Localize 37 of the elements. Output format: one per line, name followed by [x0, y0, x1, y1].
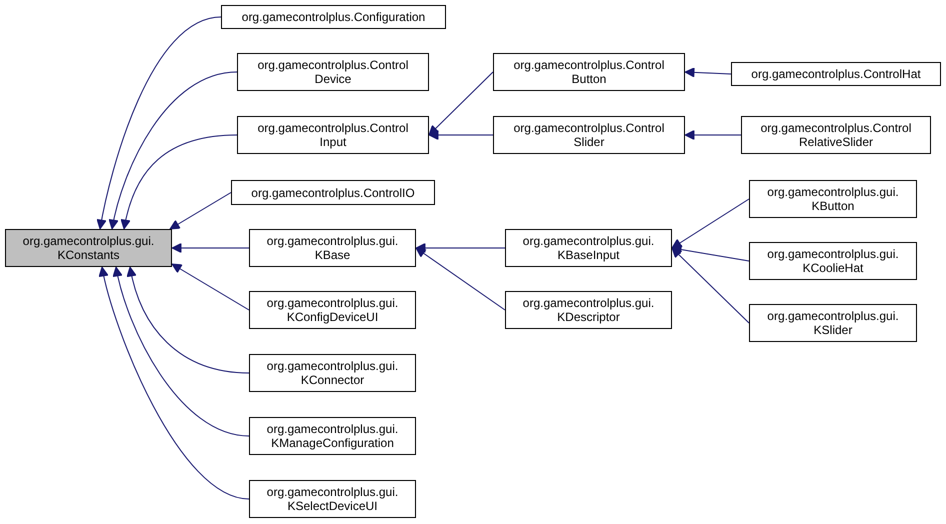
- inheritance-arrow: [170, 192, 232, 230]
- class-box: org.gamecontrolplus.gui. KBaseInput: [505, 229, 672, 267]
- inheritance-arrow: [428, 72, 494, 136]
- inheritance-arrow: [96, 16, 222, 230]
- inheritance-arrow: [428, 130, 494, 140]
- class-box: org.gamecontrolplus.gui. KConnector: [249, 354, 416, 392]
- inheritance-arrow: [113, 266, 250, 436]
- class-box: org.gamecontrolplus.Control Input: [237, 116, 429, 154]
- inheritance-arrow: [172, 264, 250, 310]
- inheritance-arrow: [416, 243, 506, 253]
- inheritance-arrow: [684, 67, 732, 78]
- inheritance-arrow: [672, 198, 750, 248]
- class-box: org.gamecontrolplus.gui. KSlider: [749, 304, 917, 342]
- class-box: org.gamecontrolplus.gui. KSelectDeviceUI: [249, 480, 416, 518]
- class-box: org.gamecontrolplus.gui. KConfigDeviceUI: [249, 291, 416, 329]
- inheritance-arrow: [416, 248, 506, 310]
- class-box: org.gamecontrolplus.gui. KBase: [249, 229, 416, 267]
- inheritance-arrow: [672, 248, 750, 324]
- inheritance-arrow: [684, 130, 742, 140]
- class-box: org.gamecontrolplus.ControlHat: [731, 62, 941, 86]
- inheritance-arrow: [127, 266, 250, 374]
- class-box: org.gamecontrolplus.gui. KButton: [749, 180, 917, 218]
- class-box: org.gamecontrolplus.ControlIO: [231, 180, 435, 205]
- inheritance-arrow: [672, 244, 750, 262]
- class-box: org.gamecontrolplus.Control Slider: [493, 116, 685, 154]
- class-box: org.gamecontrolplus.Control RelativeSlider: [741, 116, 931, 154]
- inheritance-arrow: [172, 243, 250, 253]
- highlighted-class-box: org.gamecontrolplus.gui. KConstants: [5, 229, 172, 267]
- class-box: org.gamecontrolplus.Control Device: [237, 53, 429, 91]
- inheritance-arrow: [120, 134, 238, 230]
- class-box: org.gamecontrolplus.gui. KManageConfiguration: [249, 417, 416, 455]
- class-box: org.gamecontrolplus.Control Button: [493, 53, 685, 91]
- class-box: org.gamecontrolplus.Configuration: [221, 5, 446, 29]
- inheritance-arrow: [108, 72, 238, 230]
- class-box: org.gamecontrolplus.gui. KDescriptor: [505, 291, 672, 329]
- inheritance-arrow: [99, 266, 250, 500]
- class-box: org.gamecontrolplus.gui. KCoolieHat: [749, 242, 917, 280]
